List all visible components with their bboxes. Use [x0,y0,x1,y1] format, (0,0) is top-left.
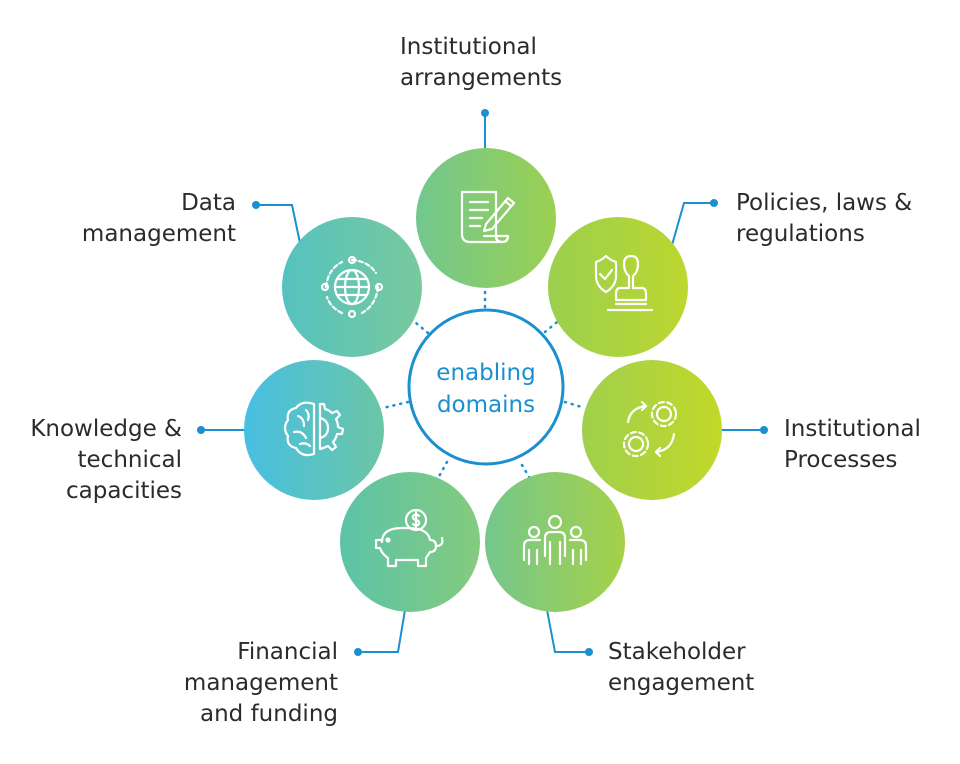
dot-knowledge [197,426,205,434]
label-line: Institutional [400,34,537,60]
spoke-processes [563,400,587,410]
label-knowledge-technical-capacities: Knowledge & technical capacities [30,414,182,507]
dot-stakeholder [585,648,593,656]
label-line: Financial [237,639,338,665]
label-line: and funding [200,701,338,727]
circle-stakeholder-engagement [485,472,625,612]
spoke-knowledge [381,400,410,410]
circle-policies-laws-regulations [548,217,688,357]
label-data-management: Data management [82,188,236,250]
label-institutional-arrangements: Institutional arrangements [400,32,562,94]
connectors [203,113,762,653]
connector-dots [197,109,768,656]
label-line: Policies, laws & [736,190,913,216]
connector-data [258,204,301,244]
label-financial-management-funding: Financial management and funding [184,637,338,730]
label-policies-laws-regulations: Policies, laws & regulations [736,188,912,250]
label-institutional-processes: Institutional Processes [784,414,921,476]
label-line: Data [181,190,236,216]
connector-stakeholder [546,609,587,653]
dot-arrangements [481,109,489,117]
piggy-bank-icon [374,508,444,568]
dot-data [252,201,260,209]
spokes [381,290,587,484]
connector-financial [360,609,406,653]
label-line: capacities [65,478,182,504]
label-line: regulations [736,221,865,247]
center-line-2: domains [437,392,535,418]
icons [283,190,678,568]
brain-gear-icon [283,401,345,457]
circle-institutional-processes [582,360,722,500]
document-pen-icon [460,190,516,244]
label-line: management [183,670,338,696]
label-line: Stakeholder [608,639,746,665]
gears-cycle-icon [622,400,678,458]
circle-institutional-arrangements [416,148,556,288]
domain-circles [244,148,722,612]
people-group-icon [522,514,588,566]
dot-financial [354,648,362,656]
label-line: Knowledge & [30,416,182,442]
label-line: arrangements [400,65,563,91]
label-line: Processes [784,447,898,473]
dot-policies [710,199,718,207]
center-circle [407,308,565,466]
label-line: Institutional [784,416,921,442]
connector-policies [671,202,712,246]
label-line: engagement [608,670,755,696]
spoke-financial [435,460,449,482]
shield-stamp-icon [594,254,654,312]
center-hub: enabling domains [407,308,565,466]
label-stakeholder-engagement: Stakeholder engagement [608,637,754,699]
circle-financial-management-funding [340,472,480,612]
label-line: management [81,221,236,247]
dot-processes [760,426,768,434]
center-line-1: enabling [436,360,535,386]
label-line: technical [77,447,183,473]
globe-network-icon [320,255,384,319]
